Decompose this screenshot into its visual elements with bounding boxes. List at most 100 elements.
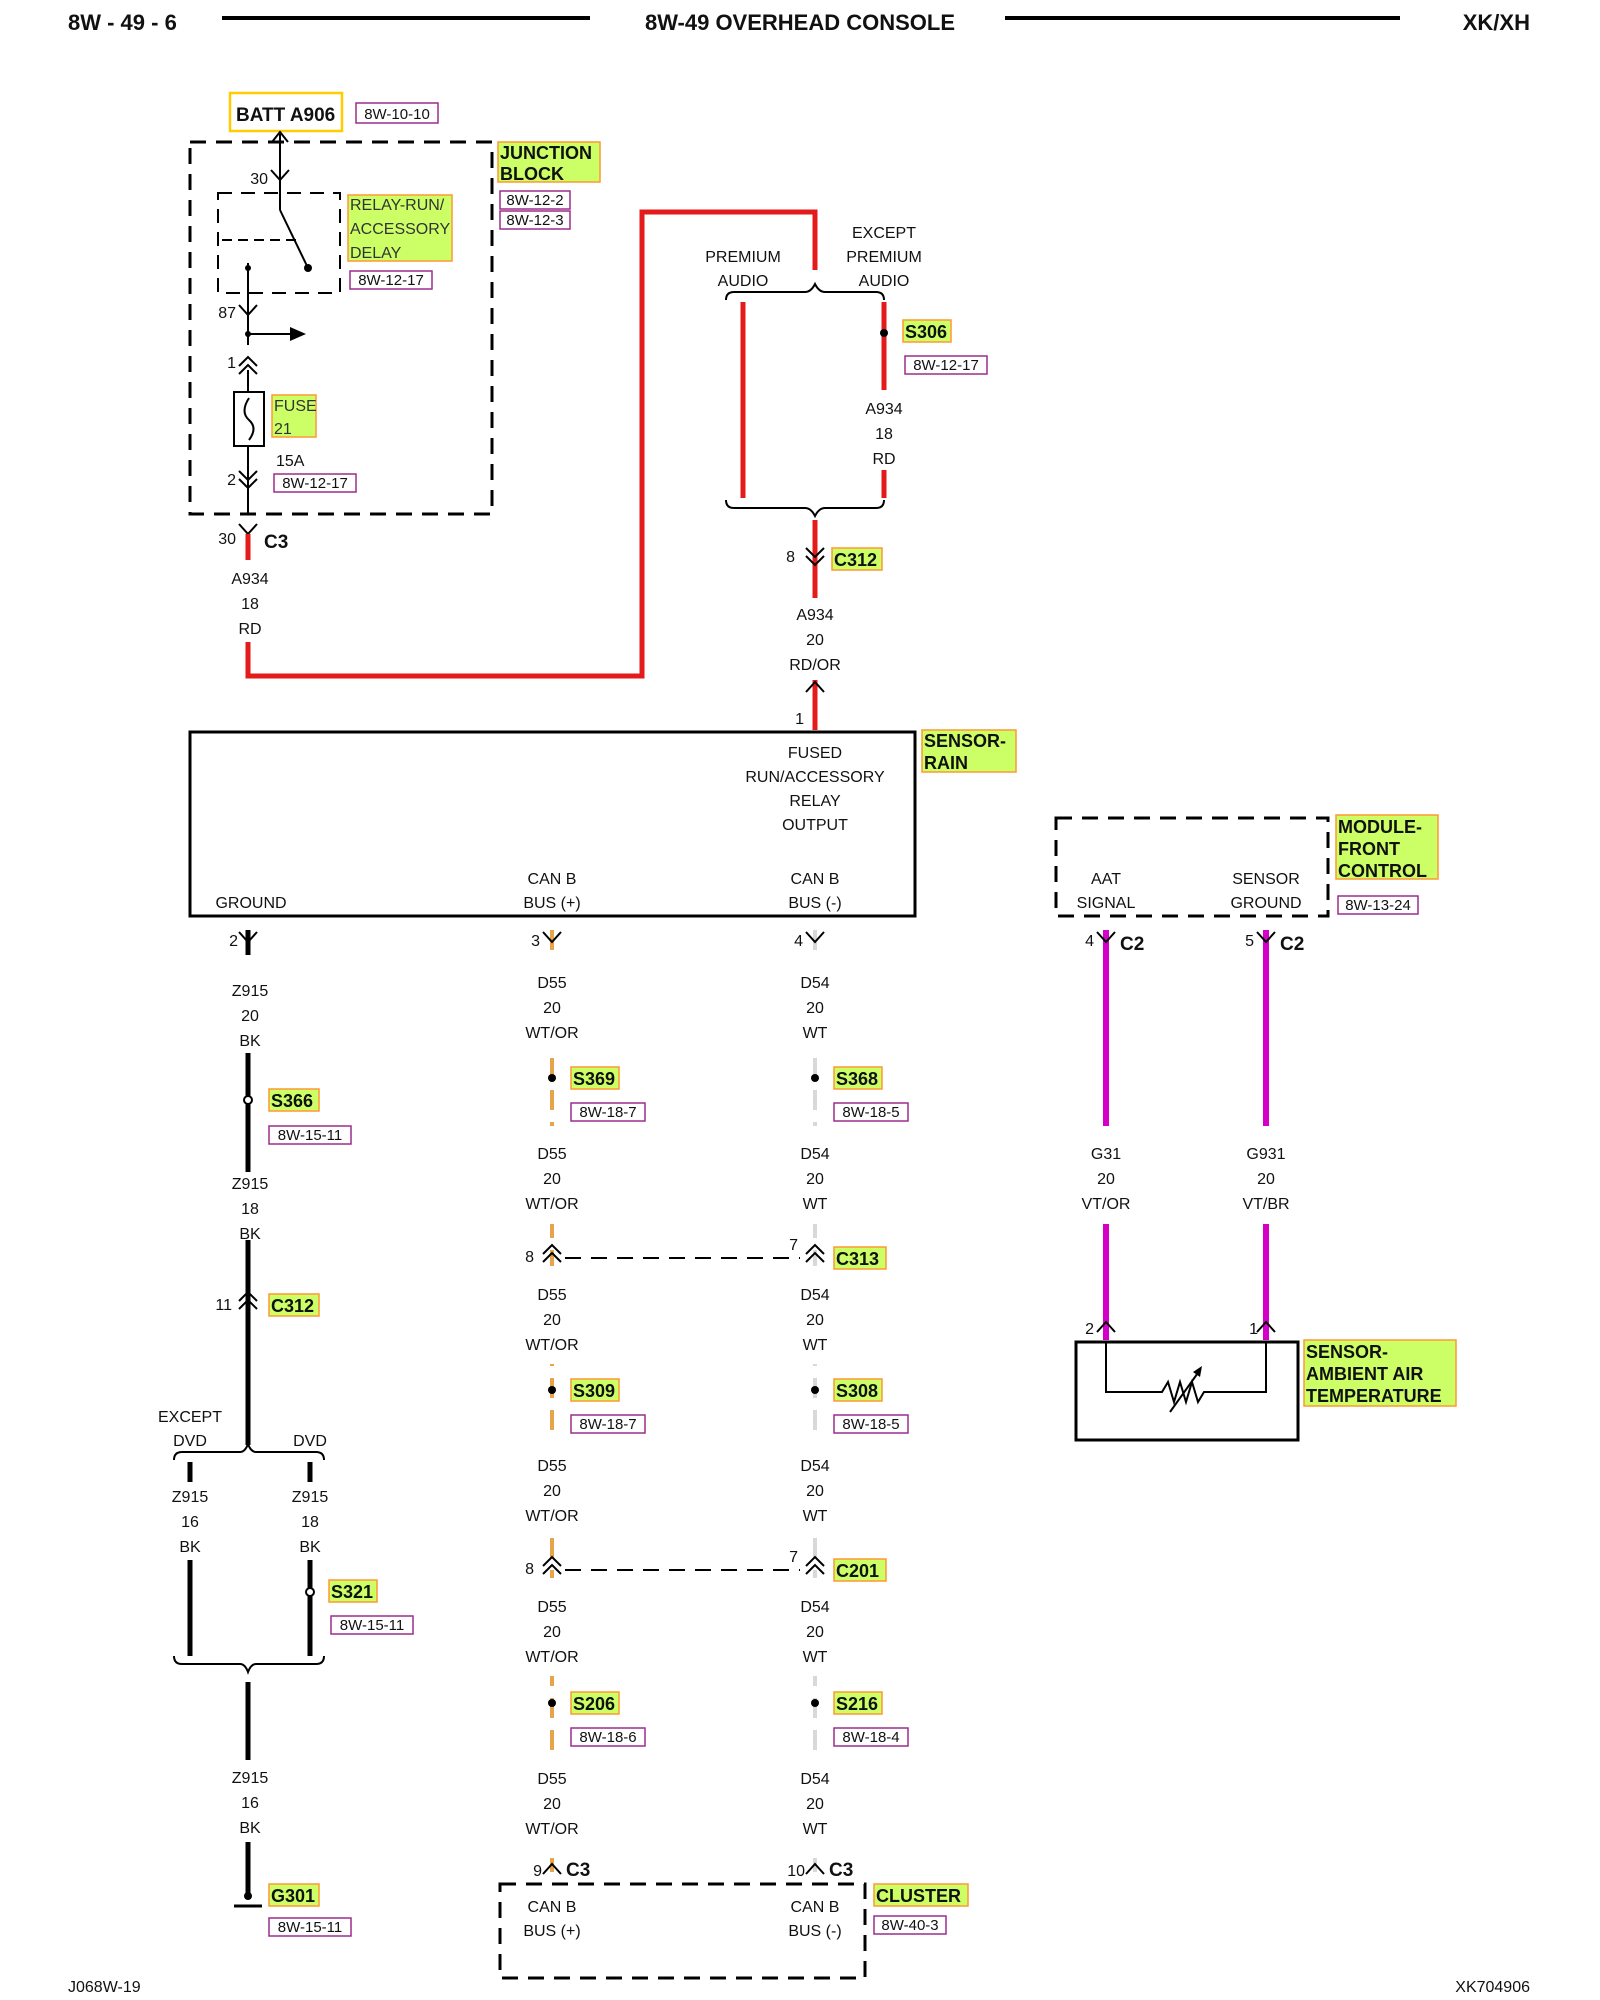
g931-color: VT/BR xyxy=(1242,1196,1289,1213)
d54-wire-3: D54 xyxy=(800,1287,829,1304)
cluster-c3-plus: C3 xyxy=(566,1860,590,1881)
d55-gauge-1: 20 xyxy=(543,1000,561,1017)
z915-gauge-1: 20 xyxy=(241,1008,259,1025)
d54-wire-5: D54 xyxy=(800,1599,829,1616)
s306-gauge: 18 xyxy=(875,426,893,443)
z915-wire-3: Z915 xyxy=(232,1770,269,1787)
splice-s369-ref: 8W-18-7 xyxy=(579,1104,636,1121)
d55-color-6: WT/OR xyxy=(525,1821,578,1838)
canb-minus-label-2: BUS (-) xyxy=(788,895,841,912)
rd-or-gauge: 20 xyxy=(806,632,824,649)
g931-gauge: 20 xyxy=(1257,1171,1275,1188)
relay-label-1: RELAY-RUN/ xyxy=(350,197,445,214)
d54-gauge-1: 20 xyxy=(806,1000,824,1017)
splice-s309-ref: 8W-18-7 xyxy=(579,1416,636,1433)
g31-gauge: 20 xyxy=(1097,1171,1115,1188)
s306-color: RD xyxy=(872,451,895,468)
except-dvd-label-1: EXCEPT xyxy=(158,1409,222,1426)
relay-ref: 8W-12-17 xyxy=(358,272,424,289)
footer-left-code: J068W-19 xyxy=(68,1979,141,1996)
d55-wire-1: D55 xyxy=(537,975,566,992)
sensor-ground-2: GROUND xyxy=(1230,895,1301,912)
d55-gauge-5: 20 xyxy=(543,1624,561,1641)
front-control-label-3: CONTROL xyxy=(1338,861,1427,881)
fuse-label-1: FUSE xyxy=(274,398,317,415)
sensor-ambient-air: 2 1 SENSOR- AMBIENT AIR TEMPERATURE xyxy=(1074,1321,1457,1442)
relay-label-2: ACCESSORY xyxy=(350,221,451,238)
ambient-pin-2: 2 xyxy=(1085,1321,1094,1338)
sensor-rain-label-2: RAIN xyxy=(924,753,968,773)
front-control-ref: 8W-13-24 xyxy=(1345,897,1411,914)
z915-color-1: BK xyxy=(239,1033,261,1050)
d55-gauge-4: 20 xyxy=(543,1483,561,1500)
canb-plus-label-1: CAN B xyxy=(528,871,577,888)
page-title: 8W-49 OVERHEAD CONSOLE xyxy=(645,10,955,35)
z915-color-2: BK xyxy=(239,1226,261,1243)
z915-gauge-3: 16 xyxy=(241,1795,259,1812)
d55-wire-2: D55 xyxy=(537,1146,566,1163)
canb-minus-pin-4: 4 xyxy=(794,933,803,950)
batt-label: BATT A906 xyxy=(236,105,335,126)
cluster-c3-minus: C3 xyxy=(829,1860,853,1881)
canb-minus-label-1: CAN B xyxy=(791,871,840,888)
d54-wire-1: D54 xyxy=(800,975,829,992)
splice-dot-s321 xyxy=(305,1587,315,1597)
c313-pin-7: 7 xyxy=(789,1237,798,1254)
d54-color-2: WT xyxy=(803,1196,828,1213)
junction-block-label-1: JUNCTION xyxy=(500,143,592,163)
except-dvd-gauge: 16 xyxy=(181,1514,199,1531)
d54-gauge-6: 20 xyxy=(806,1796,824,1813)
fused-output-3: RELAY xyxy=(789,793,841,810)
except-dvd-color: BK xyxy=(179,1539,201,1556)
relay-label-3: DELAY xyxy=(350,245,402,262)
aat-signal-1: AAT xyxy=(1091,871,1121,888)
ground-g301: G301 xyxy=(271,1886,315,1906)
can-minus-circuit: 4 D54 20 WT S368 8W-18-5 D54 20 WT 7 C31… xyxy=(565,930,909,1881)
cluster-canb-minus-1: CAN B xyxy=(791,1899,840,1916)
sg-c2: C2 xyxy=(1280,934,1304,955)
page-footer: J068W-19 XK704906 xyxy=(68,1979,1530,1996)
d55-gauge-3: 20 xyxy=(543,1312,561,1329)
a934-color: RD xyxy=(238,621,261,638)
jb-pin-30: 30 xyxy=(250,171,268,188)
premium-audio-label-1: PREMIUM xyxy=(705,249,781,266)
splice-s216: S216 xyxy=(836,1694,878,1714)
front-control-outline xyxy=(1054,816,1330,918)
jb-pin-1: 1 xyxy=(227,355,236,372)
d54-wire-6: D54 xyxy=(800,1771,829,1788)
ambient-label-2: AMBIENT AIR xyxy=(1306,1364,1423,1384)
d55-color-5: WT/OR xyxy=(525,1649,578,1666)
splice-dot-s216 xyxy=(811,1699,819,1707)
canb-plus-label-2: BUS (+) xyxy=(523,895,580,912)
junction-block-ref-2: 8W-12-3 xyxy=(506,212,563,229)
dvd-label: DVD xyxy=(293,1433,327,1450)
cluster-outline xyxy=(498,1882,867,1980)
page-header: 8W - 49 - 6 8W-49 OVERHEAD CONSOLE XK/XH xyxy=(68,10,1530,35)
splice-s309: S309 xyxy=(573,1381,615,1401)
fused-output-2: RUN/ACCESSORY xyxy=(745,769,885,786)
ground-pin-2: 2 xyxy=(229,933,238,950)
d55-color-1: WT/OR xyxy=(525,1025,578,1042)
d55-color-4: WT/OR xyxy=(525,1508,578,1525)
can-plus-circuit: 3 D55 20 WT/OR S369 8W-18-7 D55 20 WT/OR… xyxy=(525,930,646,1881)
g931-wire: G931 xyxy=(1246,1146,1285,1163)
c201-pin-8: 8 xyxy=(525,1561,534,1578)
z915-wire-1: Z915 xyxy=(232,983,269,1000)
splice-dot-s368 xyxy=(811,1074,819,1082)
splice-s321-ref: 8W-15-11 xyxy=(340,1617,404,1634)
c201-connector: C201 xyxy=(836,1561,879,1581)
splice-dot-s206 xyxy=(548,1699,556,1707)
d55-gauge-6: 20 xyxy=(543,1796,561,1813)
c312-pin-11: 11 xyxy=(215,1297,232,1314)
ambient-label-1: SENSOR- xyxy=(1306,1342,1388,1362)
splice-s306-ref: 8W-12-17 xyxy=(913,357,979,374)
splice-s366: S366 xyxy=(271,1091,313,1111)
ground-pin-label: GROUND xyxy=(215,895,286,912)
dvd-wire: Z915 xyxy=(292,1489,329,1506)
batt-ref: 8W-10-10 xyxy=(364,106,430,123)
d54-gauge-5: 20 xyxy=(806,1624,824,1641)
d54-color-6: WT xyxy=(803,1821,828,1838)
splice-dot-s309 xyxy=(548,1386,556,1394)
cluster-canb-minus-2: BUS (-) xyxy=(788,1923,841,1940)
